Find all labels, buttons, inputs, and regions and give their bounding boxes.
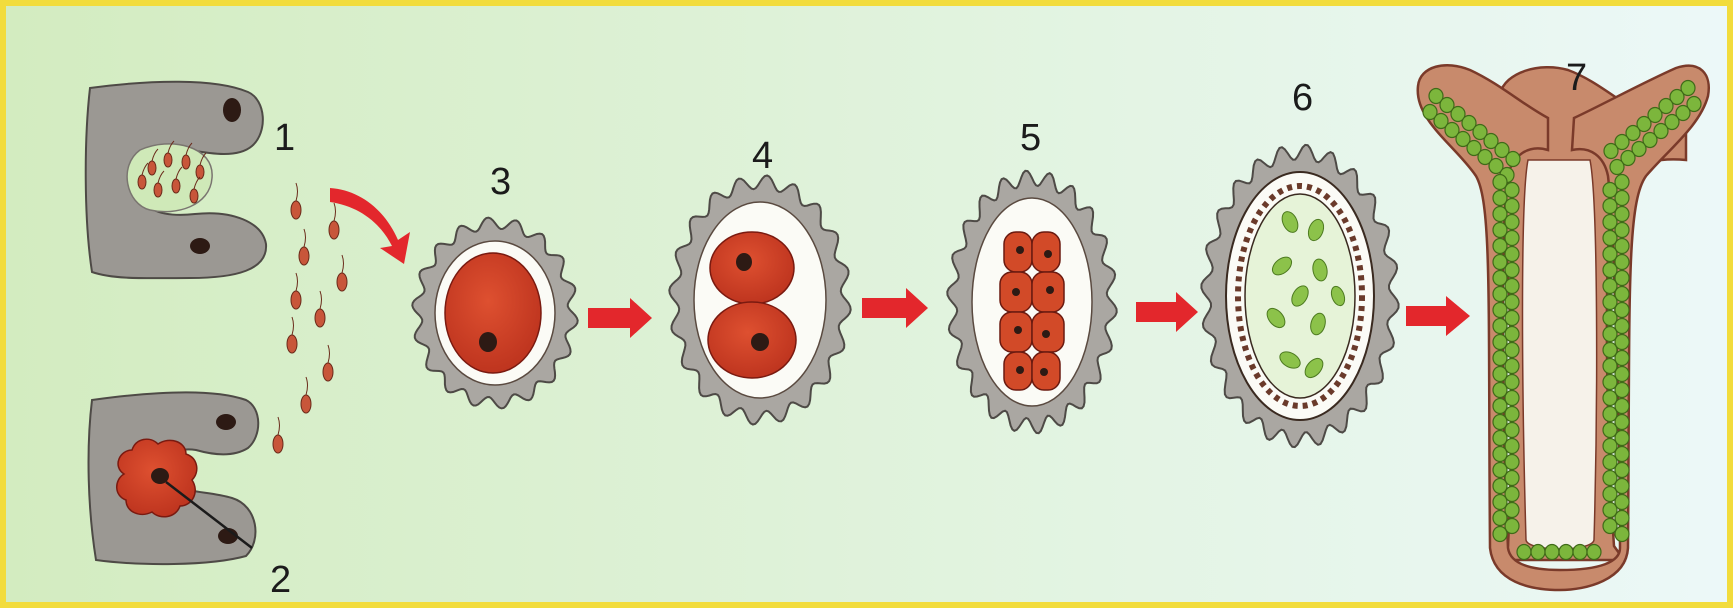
spore-cell <box>1615 527 1629 542</box>
label-4: 4 <box>752 135 773 177</box>
nucleus-dot <box>216 414 236 430</box>
spore-cell <box>1615 367 1629 382</box>
label-1: 1 <box>274 117 295 159</box>
spore-cell <box>1545 545 1559 560</box>
spore-cell <box>1517 545 1531 560</box>
spore-cell <box>1493 223 1507 238</box>
spore-cell <box>1493 527 1507 542</box>
spore-cell <box>1615 447 1629 462</box>
spore-cell <box>1493 191 1507 206</box>
spore-cell <box>1493 207 1507 222</box>
spore-cell <box>1493 239 1507 254</box>
spore-cell <box>1615 351 1629 366</box>
spore-cell <box>1493 383 1507 398</box>
spore-cell <box>1615 463 1629 478</box>
spore-cell <box>1615 479 1629 494</box>
spore-cell <box>1493 335 1507 350</box>
spore-cell <box>1615 495 1629 510</box>
spore-cell <box>1615 415 1629 430</box>
spore-cell <box>1615 287 1629 302</box>
spore-cell <box>1506 152 1520 167</box>
spore-cell <box>1493 511 1507 526</box>
spore-cell <box>1493 367 1507 382</box>
spore-cell <box>1615 383 1629 398</box>
spore-cell <box>1615 175 1629 190</box>
spore-cell <box>1493 351 1507 366</box>
spore-cell <box>1615 223 1629 238</box>
spore-cell <box>1615 271 1629 286</box>
sporogonium-cavity <box>1523 160 1597 549</box>
spore-cell <box>1493 431 1507 446</box>
spore-cell <box>1610 160 1624 175</box>
label-3: 3 <box>490 161 511 203</box>
spore-cell <box>1615 431 1629 446</box>
spore-cell <box>1493 415 1507 430</box>
spore-cell <box>1615 399 1629 414</box>
spore-cell <box>1587 545 1601 560</box>
spore-cell <box>1493 495 1507 510</box>
spore-cell <box>1493 399 1507 414</box>
spore-cell <box>1615 255 1629 270</box>
spore-cell <box>1615 207 1629 222</box>
spore-cell <box>1493 479 1507 494</box>
spore-cell <box>1615 511 1629 526</box>
spore-cell <box>1615 335 1629 350</box>
label-5: 5 <box>1020 117 1041 159</box>
spore-cell <box>1493 303 1507 318</box>
spore-cell <box>1573 545 1587 560</box>
spore-cell <box>1493 463 1507 478</box>
spore-cell <box>1559 545 1573 560</box>
nucleus-dot <box>223 98 241 122</box>
spore-cell <box>1615 239 1629 254</box>
spore-cell <box>1493 175 1507 190</box>
label-7: 7 <box>1566 57 1587 99</box>
label-2: 2 <box>270 559 291 601</box>
egg-nucleus <box>151 468 169 484</box>
spore-cell <box>1493 271 1507 286</box>
spore-cell <box>1531 545 1545 560</box>
spore-cell <box>1615 319 1629 334</box>
spore-cell <box>1493 287 1507 302</box>
label-6: 6 <box>1292 77 1313 119</box>
spore-cell <box>1615 303 1629 318</box>
spore-cell <box>1604 144 1618 159</box>
spore-cell <box>1615 191 1629 206</box>
nucleus-dot <box>190 238 210 254</box>
spore-cell <box>1493 447 1507 462</box>
spore-cell <box>1493 255 1507 270</box>
spore-cell <box>1493 319 1507 334</box>
